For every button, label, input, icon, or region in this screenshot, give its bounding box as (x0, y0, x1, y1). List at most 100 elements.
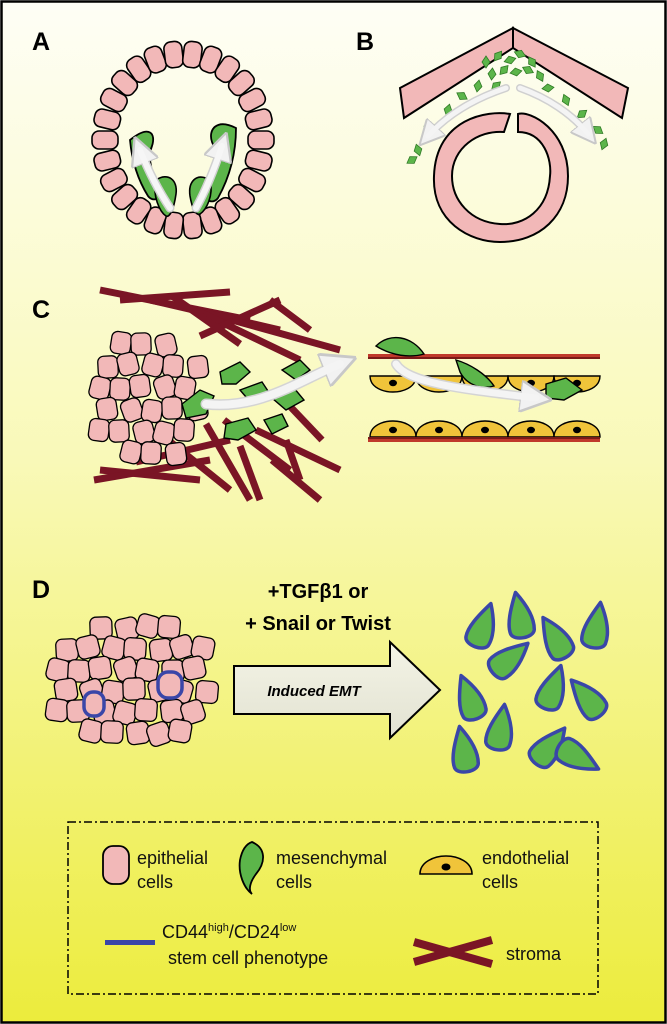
stroma-fiber (236, 444, 264, 502)
epithelial-cell (181, 211, 203, 240)
epithelial-cell (198, 45, 223, 74)
epithelial-cell (186, 354, 210, 380)
epithelial-cell (214, 55, 241, 84)
epithelial-cell (130, 332, 152, 356)
epithelial-cell (227, 183, 256, 211)
epithelial-cell (125, 196, 152, 225)
epithelial-cell (238, 167, 267, 193)
epithelial-cell (214, 196, 241, 225)
legend-stroma-swatch (412, 936, 494, 968)
epithelial-cell (87, 655, 113, 681)
epithelial-cell (78, 718, 104, 744)
epithelial-cell (119, 397, 145, 423)
epithelial-cell (181, 655, 207, 681)
legend-mesenchymal-line-1: mesenchymal (276, 848, 387, 868)
epithelial-cell (125, 55, 152, 84)
mesenchymal-cell (534, 663, 566, 712)
epithelial-cell (162, 354, 184, 378)
neural-crest-cell (513, 49, 527, 59)
mesenchymal-cell (486, 641, 530, 681)
induced-mesenchymal-cells (451, 590, 610, 774)
legend-endothelial-swatch (419, 855, 473, 875)
neural-crest-cell (493, 50, 503, 62)
treatment-line-2: + Snail or Twist (245, 613, 391, 635)
epithelial-cell (156, 614, 182, 640)
neural-tube (432, 112, 570, 244)
neural-crest-cell (413, 143, 423, 157)
stroma-fiber (93, 456, 211, 484)
epithelial-cell-cluster (44, 613, 220, 748)
epithelial-cell (167, 718, 193, 744)
neural-crest-cell (509, 67, 523, 77)
epithelial-cell (109, 330, 133, 356)
neural-crest-cell (561, 93, 571, 107)
epithelial-cell (108, 419, 130, 443)
primary-tumor-cluster (87, 330, 210, 467)
stroma-fiber (198, 296, 282, 340)
neural-crest-cell (473, 79, 483, 93)
panel-label-d: D (32, 576, 50, 604)
neural-crest-cell (528, 56, 536, 68)
epithelial-cell (154, 332, 178, 358)
epithelial-cell (109, 377, 131, 401)
stroma-fiber (231, 316, 341, 354)
mesenchymal-cell (569, 678, 609, 722)
epithelial-cell (97, 355, 119, 379)
legend-stem-line-1: CD44high/CD24low (162, 922, 296, 942)
panel-label-a: A (32, 28, 50, 56)
stroma-fiber (267, 297, 313, 333)
epithelial-cell (194, 679, 220, 705)
mesenchymal-cell (464, 601, 496, 650)
epithelial-cell (100, 720, 124, 744)
epithelial-cell (53, 677, 79, 703)
stroma-fiber (194, 306, 302, 364)
mesenchymal-cell (457, 673, 488, 722)
panel-label-b: B (356, 28, 374, 56)
epithelial-cell (110, 69, 139, 97)
migration-arrows-b (428, 84, 588, 136)
neural-crest-cell (541, 83, 555, 93)
epithelial-cell (238, 87, 267, 113)
epithelial-cell (75, 634, 101, 660)
epithelial-cell (122, 677, 146, 701)
mesenchymal-cell (451, 724, 480, 774)
epithelial-cell (227, 69, 256, 97)
epithelial-cell (173, 418, 195, 442)
mesenchymal-cell (541, 615, 576, 662)
mesenchymal-cell (580, 600, 610, 650)
epithelial-cell (180, 699, 206, 725)
legend-epithelial-swatch (102, 845, 130, 885)
epithelial-cell (95, 396, 119, 422)
epithelial-cell (244, 108, 273, 131)
epithelial-cell (134, 698, 158, 722)
mesenchymal-cell (507, 590, 536, 640)
legend-epithelial-line-1: epithelial (137, 848, 208, 868)
treatment-line-1: +TGFβ1 or (268, 581, 369, 603)
stroma-fiber (169, 293, 243, 347)
epithelial-cell (99, 167, 128, 193)
legend-stem-line-2: stem cell phenotype (168, 948, 328, 968)
neural-crest-cell (481, 55, 491, 69)
epithelial-ring (91, 40, 275, 240)
legend-mesenchymal-line-2: cells (276, 872, 312, 892)
epithelial-cell (247, 130, 275, 150)
epithelial-cell (93, 149, 122, 172)
epithelial-cell (93, 108, 122, 131)
epithelial-cell (134, 657, 160, 683)
legend-endothelial-line-1: endothelial (482, 848, 569, 868)
stroma-fiber (99, 466, 201, 484)
neural-crest-cell (406, 156, 418, 164)
neural-crest-cell (487, 67, 497, 81)
epithelial-cell (181, 40, 203, 69)
neural-crest-cell (499, 65, 509, 75)
neural-crest-cell (503, 55, 517, 65)
neural-crest-cell (536, 70, 544, 82)
epithelial-cell (116, 351, 140, 377)
epithelial-cell (110, 183, 139, 211)
epithelial-cell (143, 45, 168, 74)
neural-crest-cell (521, 65, 535, 75)
epithelial-cell (44, 697, 70, 723)
intravasating-cells (374, 336, 584, 401)
